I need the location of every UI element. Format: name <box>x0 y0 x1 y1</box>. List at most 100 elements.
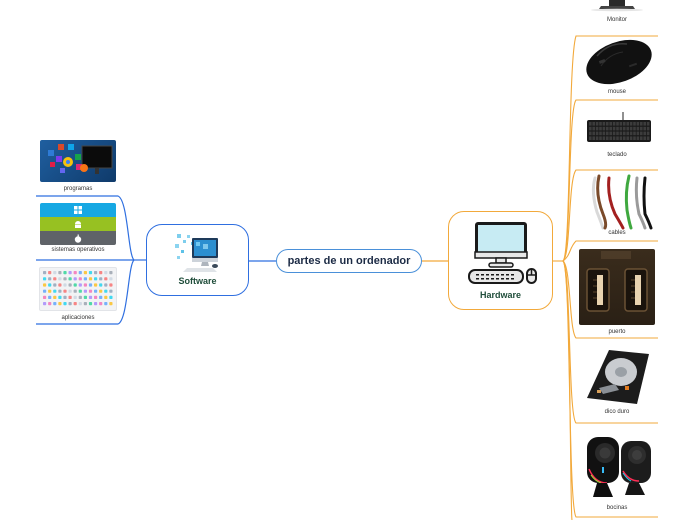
hardware-child-monitor[interactable]: Monitor <box>576 0 658 36</box>
software-node[interactable]: Software <box>146 224 249 296</box>
keyboard-key <box>633 126 636 131</box>
app-icons-grid-image <box>39 267 117 311</box>
keyboard-key <box>609 136 612 140</box>
app-icon-tile <box>63 277 67 281</box>
keyboard-key <box>595 122 599 126</box>
keyboard-key <box>595 136 599 140</box>
usb-port-image <box>579 249 655 325</box>
app-icon-tile <box>83 277 87 281</box>
app-icon-tile <box>78 295 82 299</box>
app-icon-tile <box>99 289 103 293</box>
usb-port-left <box>586 268 610 312</box>
hardware-child-mouse[interactable]: mouse <box>576 36 658 100</box>
app-icon-tile <box>73 295 77 299</box>
hardware-node[interactable]: Hardware <box>448 211 553 310</box>
app-icon-tile <box>94 283 98 287</box>
keyboard-key <box>646 126 650 131</box>
keyboard-key <box>643 126 646 131</box>
keyboard-key <box>589 122 592 126</box>
app-icon-tile <box>104 295 108 299</box>
keyboard-key <box>633 136 636 140</box>
keyboard-key <box>606 136 609 140</box>
keyboard-key <box>592 122 595 126</box>
app-icon-tile <box>88 295 93 299</box>
cables-label: cables <box>608 230 626 236</box>
app-icon-tile <box>48 283 52 287</box>
app-icon-tile <box>99 271 103 275</box>
app-icon-tile <box>48 302 52 306</box>
central-topic[interactable]: partes de un ordenador <box>276 249 422 273</box>
keyboard-key <box>640 122 643 126</box>
android-icon <box>75 220 81 228</box>
app-icon-tile <box>73 277 77 281</box>
programs-collage-image <box>40 140 116 182</box>
app-icon-tile <box>73 283 77 287</box>
keyboard-key <box>619 126 623 131</box>
app-icon-tile <box>104 283 108 287</box>
desktop-computer-icon <box>461 220 541 288</box>
keyboard-key <box>636 136 640 140</box>
app-icon-tile <box>53 283 57 287</box>
software-child-programas[interactable]: programas <box>36 140 120 196</box>
app-icon-tile <box>83 271 87 275</box>
app-icon-tile <box>43 271 47 275</box>
software-child-aplicaciones[interactable]: aplicaciones <box>36 267 120 323</box>
keyboard-key <box>626 122 629 126</box>
app-icon-tile <box>83 283 87 287</box>
keyboard-key <box>592 131 595 136</box>
keyboard-key <box>629 122 633 126</box>
app-icon-tile <box>63 289 67 293</box>
hard-disk-image <box>579 344 655 408</box>
keyboard-key <box>640 136 643 140</box>
keyboard-key <box>619 131 623 136</box>
keyboard-key <box>629 136 633 140</box>
app-icon-tile <box>83 289 87 293</box>
keyboard-key <box>646 136 650 140</box>
hardware-child-teclado[interactable]: teclado <box>576 100 658 170</box>
keyboard-key <box>626 131 629 136</box>
app-icon-tile <box>68 277 72 281</box>
keyboard-key <box>619 136 623 140</box>
keyboard-key <box>602 131 606 136</box>
keyboard-key <box>589 126 592 131</box>
keyboard-key <box>599 131 602 136</box>
keyboard-key <box>606 131 609 136</box>
keyboard-key <box>633 122 636 126</box>
hardware-child-bocinas[interactable]: bocinas <box>576 423 658 517</box>
cables-image <box>579 172 655 230</box>
hardware-child-cables[interactable]: cables <box>576 170 658 241</box>
app-icon-tile <box>83 295 87 299</box>
aplicaciones-label: aplicaciones <box>61 315 95 321</box>
software-child-sistemas-operativos[interactable]: sistemas operativos <box>36 203 120 259</box>
puerto-label: puerto <box>608 329 626 335</box>
app-icon-tile <box>68 271 72 275</box>
keyboard-key <box>589 131 592 136</box>
app-icon-tile <box>63 302 67 306</box>
keyboard-key <box>623 131 626 136</box>
app-icon-tile <box>99 302 103 306</box>
hardware-child-disco-duro[interactable]: dico duro <box>576 338 658 423</box>
app-icon-tile <box>99 277 103 281</box>
app-icon-tile <box>53 295 57 299</box>
hardware-label: Hardware <box>479 290 522 300</box>
speaker-left <box>587 437 619 497</box>
keyboard-key <box>616 126 619 131</box>
os-logos-image <box>40 203 116 245</box>
app-icon-tile <box>43 277 47 281</box>
windows-icon <box>74 206 82 214</box>
computer-software-icon <box>173 232 223 276</box>
app-icon-tile <box>104 302 108 306</box>
keyboard-key <box>599 126 602 131</box>
app-icon-tile <box>43 289 47 293</box>
app-icon-tile <box>104 271 108 275</box>
software-label: Software <box>178 276 217 286</box>
keyboard-key <box>616 136 619 140</box>
keyboard-key <box>643 131 646 136</box>
hardware-child-puerto[interactable]: puerto <box>576 241 658 338</box>
app-icon-tile <box>94 289 98 293</box>
app-icon-tile <box>63 283 67 287</box>
app-icon-tile <box>73 271 77 275</box>
app-icon-tile <box>58 289 62 293</box>
keyboard-key <box>595 126 599 131</box>
bocinas-label: bocinas <box>606 505 628 511</box>
